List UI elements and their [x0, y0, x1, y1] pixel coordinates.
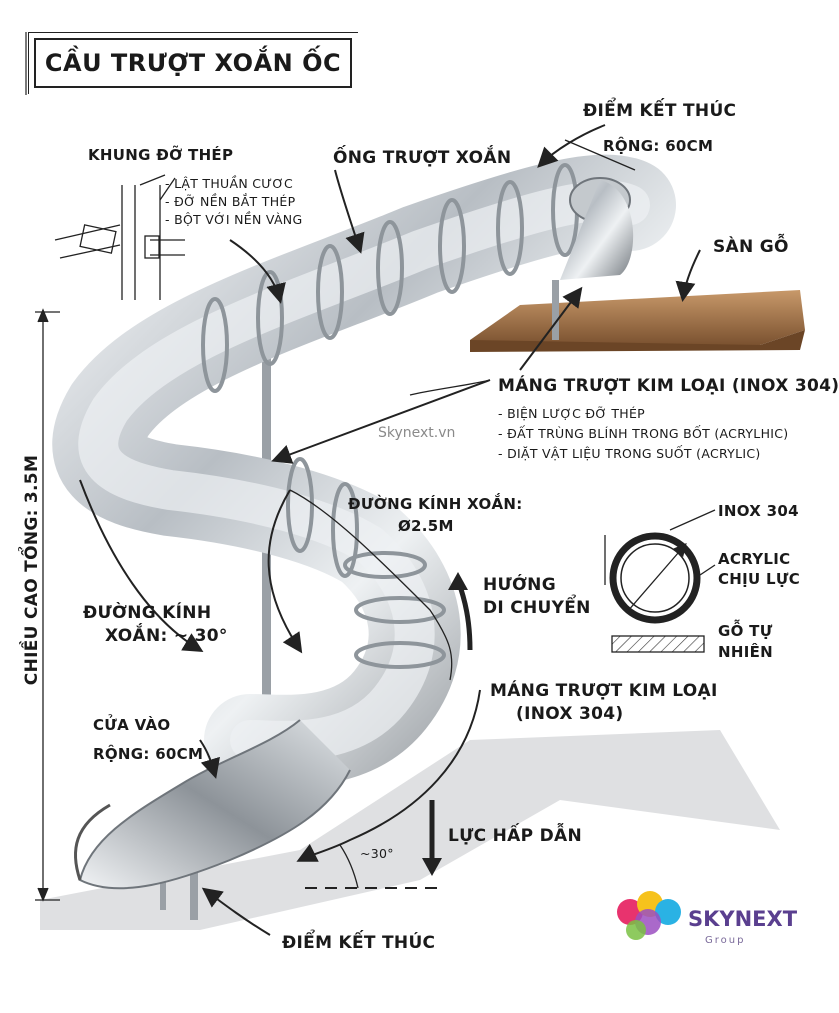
ground-shadow	[40, 730, 780, 930]
total-height-label: CHIỀU CAO TỔNG: 3.5M	[22, 454, 42, 686]
direction-label: DI CHUYỂN	[483, 598, 591, 618]
wood-floor-label: SÀN GỖ	[713, 237, 789, 257]
steel-frame-label: KHUNG ĐỠ THÉP	[88, 146, 234, 164]
spiral-angle-label: XOẮN: ~ 30°	[105, 626, 228, 646]
steel-frame-item: - LẬT THUẦN CƯƠC	[165, 176, 294, 191]
entrance-width-label: RỘNG: 60CM	[93, 745, 204, 763]
steel-frame-item: - BỘT VỚI NỀN VÀNG	[165, 212, 303, 227]
steel-frame-sketch	[54, 174, 185, 300]
wood-floor	[470, 290, 805, 345]
metal-slide-item: - BIỆN LƯỢC ĐỠ THÉP	[498, 406, 646, 421]
wood-swatch	[611, 635, 705, 653]
logo-subtext: Group	[705, 935, 746, 946]
metal-slide-mid-label: MÁNG TRƯỢT KIM LOẠI	[490, 681, 718, 701]
metal-slide-item: - ĐẤT TRÙNG BLÍNH TRONG BỐT (ACRYLHIC)	[498, 426, 789, 441]
watermark: Skynext.vn	[378, 425, 456, 441]
metal-slide-mid-label: (INOX 304)	[516, 704, 624, 724]
slide-illustration	[25, 32, 805, 940]
spiral-angle-label: ĐƯỜNG KÍNH	[83, 603, 212, 623]
end-point-bottom-label: ĐIỂM KẾT THÚC	[282, 933, 436, 953]
tube-ribs	[201, 163, 579, 669]
spiral-diameter-label: ĐƯỜNG KÍNH XOẮN:	[348, 495, 523, 513]
metal-slide-label: MÁNG TRƯỢT KIM LOẠI (INOX 304)	[498, 376, 839, 396]
height-dimension	[35, 308, 60, 902]
angle-label: ~30°	[360, 846, 394, 861]
logo-text: SKYNEXT	[688, 907, 798, 931]
spiral-tube-label: ỐNG TRƯỢT XOẮN	[333, 148, 512, 168]
spiral-diameter-value: Ø2.5M	[398, 517, 454, 535]
width-top-label: RỘNG: 60CM	[603, 137, 714, 155]
skynext-logo	[617, 891, 681, 940]
metal-slide-item: - DIẶT VẬT LIỆU TRONG SUỐT (ACRYLIC)	[498, 446, 761, 461]
leader-lines	[79, 124, 701, 936]
acrylic-label: CHỊU LỰC	[718, 570, 801, 588]
inox-label: INOX 304	[718, 502, 799, 520]
page-title: CẦU TRƯỢT XOẮN ỐC	[28, 32, 358, 94]
cross-section	[604, 509, 716, 653]
entrance-label: CỬA VÀO	[93, 716, 171, 734]
wood-material-label: GỖ TỰ	[718, 622, 773, 640]
direction-label: HƯỚNG	[483, 575, 556, 595]
acrylic-label: ACRYLIC	[718, 550, 791, 568]
end-point-top-label: ĐIỂM KẾT THÚC	[583, 101, 737, 121]
wood-material-label: NHIÊN	[718, 643, 773, 661]
steel-frame-item: - ĐỠ NỀN BẮT THÉP	[165, 194, 296, 209]
gravity-label: LỰC HẤP DẪN	[448, 826, 582, 846]
